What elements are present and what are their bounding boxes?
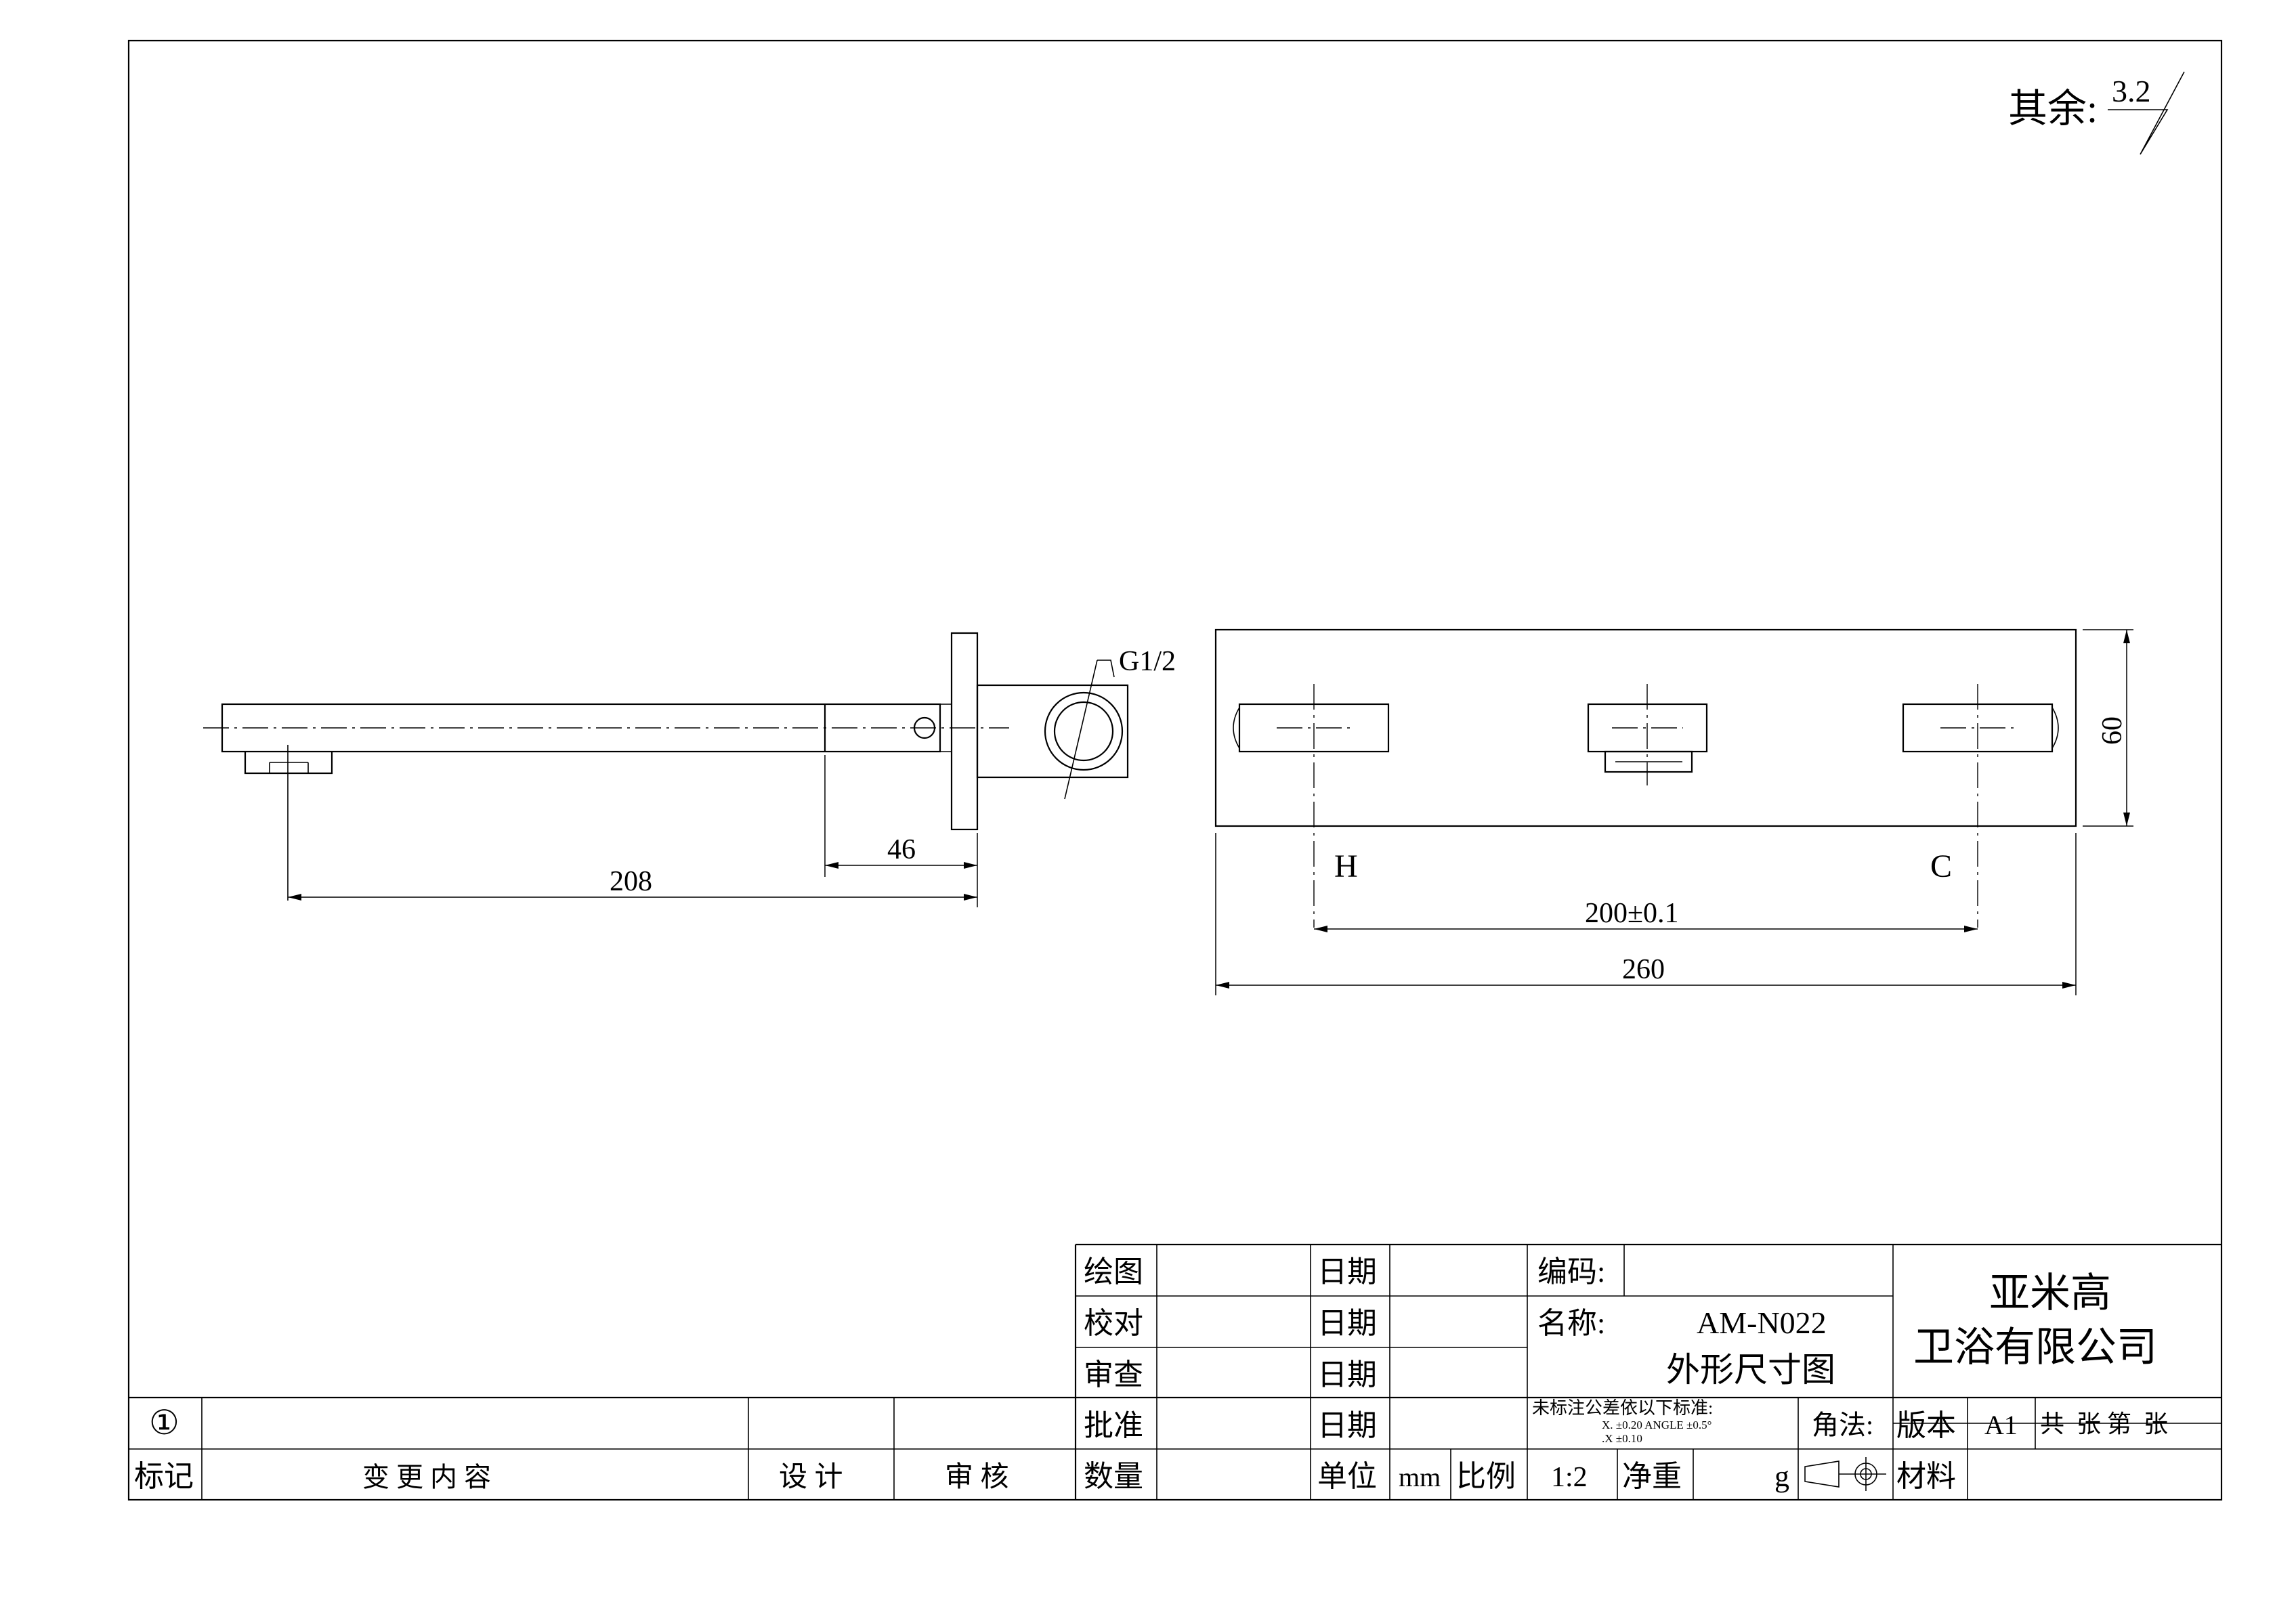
cover-plate [1214, 628, 2077, 827]
drawing-title: 外形尺寸图 [1666, 1351, 1835, 1389]
hot-handle-cap [1233, 707, 1240, 749]
drawn-label: 绘图 [1084, 1255, 1143, 1289]
weight-unit: g [1774, 1460, 1789, 1493]
date-label-2: 日期 [1317, 1307, 1377, 1340]
scale-label: 比例 [1456, 1460, 1516, 1493]
tolerance-line1: X. ±0.20 ANGLE ±0.5° [1602, 1419, 1712, 1431]
design-label: 设 计 [779, 1462, 843, 1493]
title-block: 绘图 校对 审查 批准 数量 日期 日期 日期 日期 单位 mm 比例 1:2 … [129, 1243, 2221, 1500]
dim-60-value: 60 [2097, 716, 2128, 745]
approved-label: 批准 [1084, 1409, 1143, 1442]
tolerance-line2: .X ±0.10 [1602, 1432, 1642, 1445]
revision-mark-symbol: ① [149, 1404, 179, 1442]
date-label-4: 日期 [1317, 1409, 1377, 1442]
dim-260-value: 260 [1622, 954, 1665, 985]
first-angle-projection-icon [1804, 1457, 1886, 1491]
projection-label: 角法: [1812, 1410, 1873, 1440]
thread-outer [1044, 691, 1124, 771]
connector-body [976, 684, 1129, 779]
surface-finish-note: 其余: 3.2 [2008, 71, 2185, 155]
code-label: 编码: [1537, 1255, 1605, 1289]
revision-value: A1 [1984, 1410, 2018, 1440]
net-weight-label: 净重 [1622, 1460, 1682, 1493]
wall-plate [950, 632, 979, 831]
thread-inner [1053, 701, 1114, 762]
material-label: 材料 [1896, 1460, 1956, 1493]
name-label: 名称: [1537, 1307, 1605, 1340]
roughness-symbol [2108, 71, 2185, 155]
side-view: G1/2 46 208 [203, 632, 1176, 907]
drawing-frame [127, 39, 2223, 1501]
cold-handle-cap [2051, 707, 2059, 749]
mark-label: 标记 [134, 1460, 194, 1493]
dim-200-value: 200±0.1 [1585, 898, 1679, 929]
revision-label: 版本 [1896, 1409, 1956, 1442]
quantity-label: 数量 [1084, 1460, 1143, 1493]
mixer-collar [1604, 750, 1693, 773]
hot-label: H [1334, 848, 1358, 884]
surface-note-label: 其余: [2008, 87, 2098, 131]
date-label-3: 日期 [1317, 1358, 1377, 1391]
change-content-label: 变 更 内 容 [362, 1462, 491, 1492]
aerator-inner [269, 762, 309, 773]
unit-label: 单位 [1317, 1460, 1377, 1493]
thread-label: G1/2 [1119, 646, 1176, 677]
sheet-count: 共 张 第 张 [2040, 1410, 2168, 1437]
thread-leader-tail [1097, 660, 1115, 678]
review-label: 审 核 [945, 1461, 1009, 1493]
unit-value: mm [1399, 1462, 1441, 1492]
front-view: H C 200±0.1 260 60 [1214, 628, 2133, 995]
surface-note-value: 3.2 [2112, 74, 2151, 108]
aerator [244, 752, 333, 775]
company-name-line2: 卫浴有限公司 [1913, 1325, 2157, 1370]
set-screw-hole [913, 716, 936, 739]
date-label-1: 日期 [1317, 1255, 1377, 1289]
checked-label: 校对 [1084, 1307, 1143, 1340]
model-number: AM-N022 [1697, 1305, 1827, 1340]
company-name-line1: 亚米高 [1989, 1271, 2111, 1316]
dim-46-value: 46 [887, 834, 916, 865]
reviewed-label: 审查 [1084, 1358, 1143, 1391]
thread-leader [1064, 660, 1098, 800]
dim-208-value: 208 [610, 866, 652, 897]
tolerance-title: 未标注公差依以下标准: [1532, 1398, 1713, 1418]
cold-label: C [1930, 848, 1952, 884]
scale-value: 1:2 [1551, 1462, 1588, 1493]
